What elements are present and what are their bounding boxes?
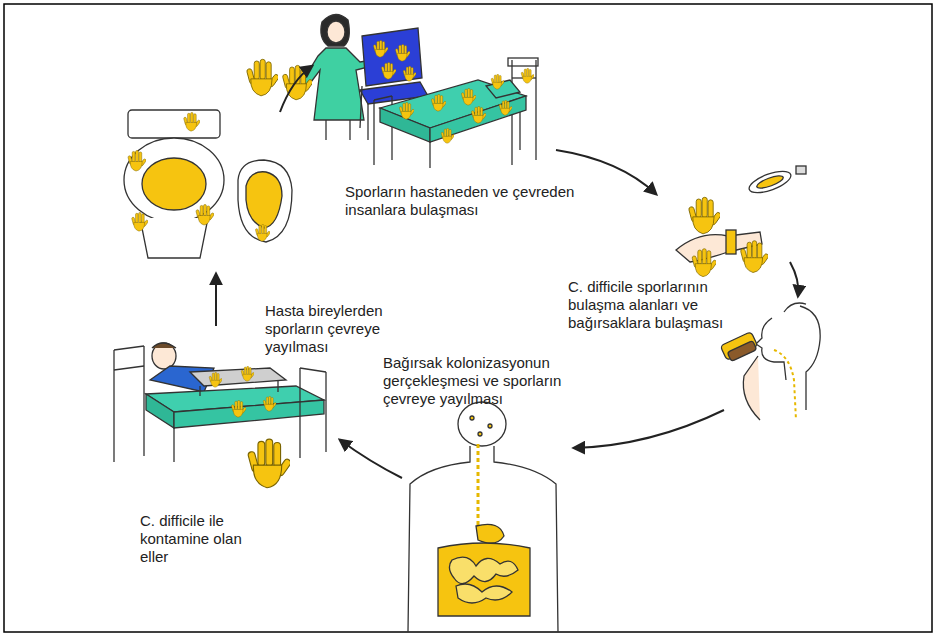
spore-mark [128, 150, 147, 171]
spore-mark [196, 204, 215, 225]
step-label: C. difficile ile kontamine olan eller [140, 512, 270, 566]
spore-mark [241, 366, 255, 381]
spore-mark [263, 396, 277, 411]
cycle-arrows [216, 66, 798, 478]
contaminated-hand [248, 439, 292, 488]
spore-mark [132, 212, 149, 231]
toilet-bedpan [124, 110, 292, 258]
nurse-bed-scene [302, 14, 538, 168]
eating-person [720, 303, 820, 420]
step-label: Bağırsak kolonizasyonun gerçekleşmesi ve… [383, 354, 605, 408]
frame [4, 4, 932, 632]
spore-mark [184, 112, 201, 131]
spore-marks [373, 40, 534, 143]
hand-print [740, 241, 769, 273]
step-label: Hasta bireylerden sporların çevreye yayı… [265, 302, 415, 356]
spore-mark [231, 400, 246, 417]
hand-print [692, 249, 718, 277]
spore-mark [255, 224, 270, 241]
patient-bed [114, 343, 326, 462]
step-label: C. difficile sporlarının bulaşma alanlar… [568, 278, 768, 332]
body-intestine [408, 402, 558, 632]
hand-print [688, 197, 721, 234]
step-label: Sporların hastaneden ve çevreden insanla… [345, 183, 585, 219]
hand-print [246, 59, 279, 96]
spore-mark [209, 372, 223, 387]
hands-scene [676, 166, 806, 262]
